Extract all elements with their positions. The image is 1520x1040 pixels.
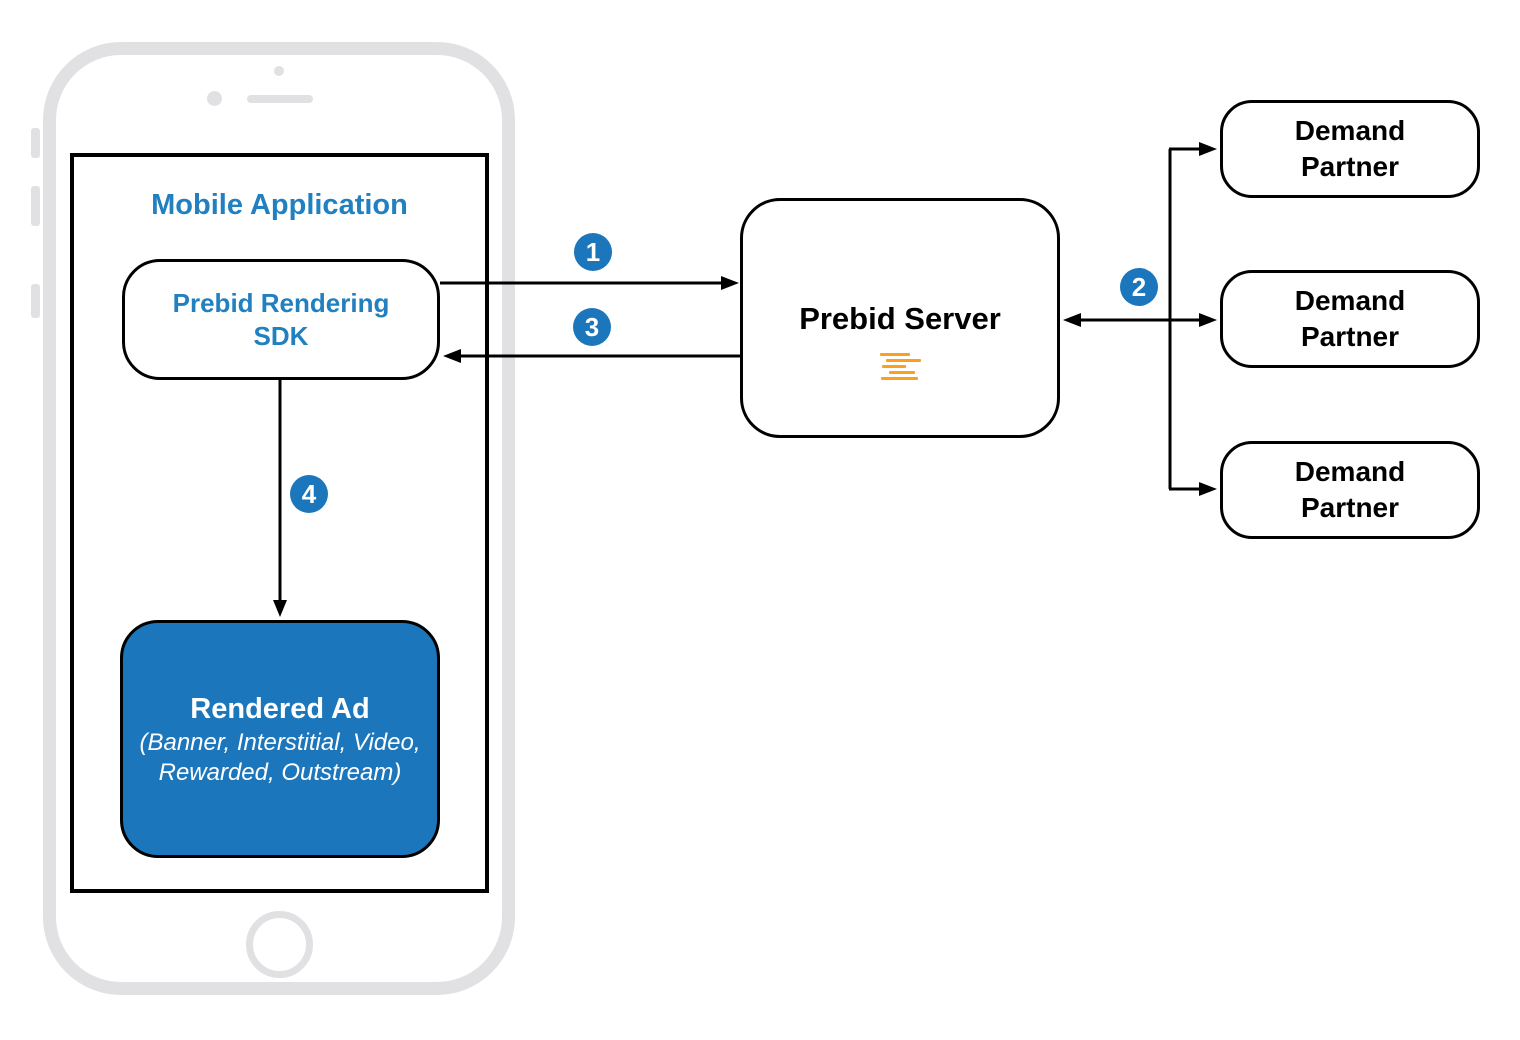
step-1-badge: 1 — [574, 233, 612, 271]
arrow-server-demand-bidirectional — [1063, 313, 1217, 327]
sdk-label-line2: SDK — [253, 320, 309, 351]
phone-speaker — [247, 95, 313, 103]
step-3-badge: 3 — [573, 308, 611, 346]
rendered-ad-subtitle-line1: (Banner, Interstitial, Video, — [139, 729, 421, 756]
demand-partner-2-line2: Partner — [1300, 321, 1400, 352]
phone-volume-down-button — [31, 284, 40, 318]
rendered-ad-subtitle-line2: Rewarded, Outstream) — [158, 759, 402, 786]
demand-partner-box-2: Demand Partner — [1220, 270, 1480, 368]
arrow-branch-demand-top — [1169, 142, 1217, 156]
phone-sensor-dot — [207, 91, 222, 106]
sdk-label-line1: Prebid Rendering — [172, 287, 390, 318]
step-4-badge: 4 — [290, 475, 328, 513]
mobile-application-title: Mobile Application — [151, 189, 408, 221]
rendered-ad-box: Rendered Ad (Banner, Interstitial, Video… — [120, 620, 440, 858]
rendered-ad-title: Rendered Ad — [190, 693, 370, 725]
demand-partner-2-line1: Demand — [1294, 285, 1406, 316]
phone-volume-up-button — [31, 186, 40, 226]
step-2-badge: 2 — [1120, 268, 1158, 306]
prebid-logo-icon — [879, 353, 921, 381]
demand-partner-box-3: Demand Partner — [1220, 441, 1480, 539]
demand-partner-box-1: Demand Partner — [1220, 100, 1480, 198]
phone-home-button — [246, 911, 313, 978]
demand-partner-1-line2: Partner — [1300, 151, 1400, 182]
prebid-server-box: Prebid Server — [740, 198, 1060, 438]
prebid-rendering-sdk-box: Prebid Rendering SDK — [122, 259, 440, 380]
prebid-server-title: Prebid Server — [799, 301, 1001, 336]
demand-partner-3-line2: Partner — [1300, 492, 1400, 523]
arrow-branch-demand-bottom — [1169, 482, 1217, 496]
demand-partner-1-line1: Demand — [1294, 115, 1406, 146]
phone-camera-dot — [274, 66, 284, 76]
phone-mute-switch — [31, 128, 40, 158]
demand-partner-3-line1: Demand — [1294, 456, 1406, 487]
